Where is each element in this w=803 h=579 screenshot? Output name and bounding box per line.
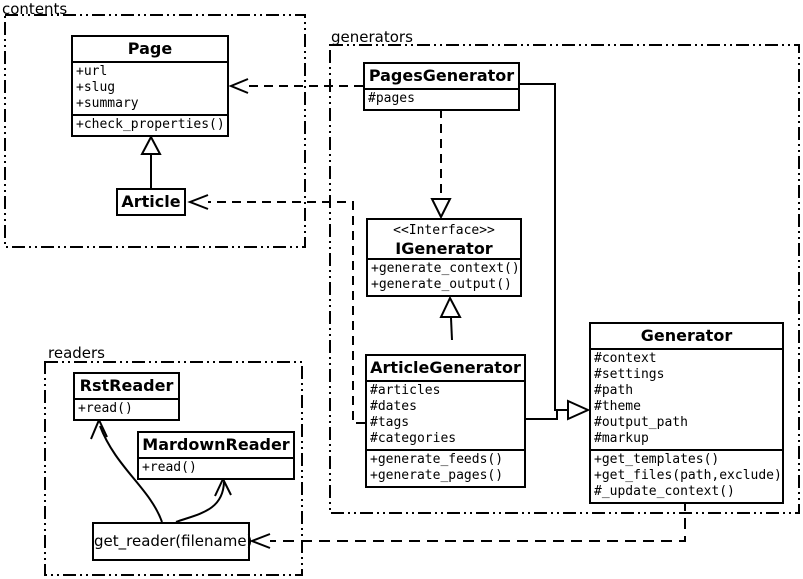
- class-igenerator-methods: +generate_context() +generate_output(): [368, 258, 520, 295]
- package-label-generators: generators: [331, 28, 413, 46]
- class-page: Page +url +slug +summary +check_properti…: [71, 35, 229, 137]
- class-member: +check_properties(): [76, 117, 225, 132]
- generalization-triangle-igenerator-top: [430, 198, 452, 220]
- class-igenerator-name: IGenerator: [395, 239, 493, 258]
- class-member: +generate_context(): [371, 261, 520, 276]
- open-arrowhead-page: [228, 78, 249, 94]
- function-get-reader-label: get_reader(filename): [94, 532, 253, 550]
- generalization-triangle-generator: [567, 399, 591, 421]
- class-member: +generate_pages(): [370, 468, 504, 483]
- class-mardownreader-name: MardownReader: [142, 435, 290, 454]
- class-member: #pages: [368, 91, 415, 106]
- class-member: +url: [76, 64, 108, 79]
- class-member: +summary: [76, 96, 139, 111]
- class-page-methods: +check_properties(): [73, 114, 227, 135]
- generators-package-border: [329, 44, 800, 514]
- class-member: #theme: [594, 399, 641, 414]
- class-pagesgenerator-attributes: #pages: [365, 88, 518, 109]
- edge-pagesgenerator-to-generator: [520, 83, 567, 411]
- class-member: #settings: [594, 367, 665, 382]
- class-rstreader-name: RstReader: [79, 376, 174, 395]
- class-generator-name: Generator: [640, 326, 733, 345]
- class-member: #context: [594, 351, 657, 366]
- class-generator: Generator #context #settings #path #them…: [589, 322, 784, 504]
- open-arrowhead-getreader: [249, 533, 271, 549]
- edge-getreader-to-mardownreader: [175, 481, 225, 523]
- class-member: #tags: [370, 415, 410, 430]
- class-rstreader: RstReader +read(): [73, 372, 180, 421]
- class-member: +generate_feeds(): [370, 452, 504, 467]
- class-generator-attributes: #context #settings #path #theme #output_…: [591, 348, 782, 449]
- edge-articlegenerator-to-article: [208, 201, 365, 424]
- generalization-triangle-igenerator-bottom: [439, 295, 462, 318]
- package-label-contents: contents: [2, 0, 68, 18]
- class-mardownreader: MardownReader +read(): [137, 431, 295, 480]
- class-articlegenerator: ArticleGenerator #articles #dates #tags …: [365, 354, 526, 488]
- class-member: #_update_context(): [594, 484, 735, 499]
- class-igenerator-stereotype: <<Interface>>: [393, 223, 495, 238]
- class-pagesgenerator: PagesGenerator #pages: [363, 62, 520, 111]
- class-member: #dates: [370, 399, 417, 414]
- class-member: +slug: [76, 80, 116, 95]
- class-article: Article: [116, 188, 186, 216]
- class-member: #articles: [370, 383, 441, 398]
- contents-package-border: [4, 14, 306, 248]
- class-articlegenerator-attributes: #articles #dates #tags #categories: [367, 380, 524, 449]
- generalization-triangle-page: [140, 134, 162, 155]
- class-member: +read(): [142, 460, 197, 475]
- class-member: +get_files(path,exclude): [594, 468, 782, 483]
- class-member: +get_templates(): [594, 452, 720, 467]
- class-pagesgenerator-name: PagesGenerator: [368, 66, 515, 85]
- edge-articlegenerator-to-generator: [526, 409, 567, 420]
- class-rstreader-methods: +read(): [75, 398, 178, 419]
- class-article-name: Article: [121, 192, 181, 211]
- class-page-name: Page: [127, 39, 173, 58]
- edge-getreader-to-rstreader: [99, 425, 163, 523]
- class-member: #categories: [370, 431, 457, 446]
- class-igenerator: <<Interface>> IGenerator +generate_conte…: [366, 218, 522, 297]
- package-label-readers: readers: [48, 344, 105, 362]
- readers-package-border: [44, 361, 303, 576]
- open-arrowhead-article: [187, 194, 209, 210]
- edge-articlegenerator-to-igenerator: [450, 317, 453, 341]
- class-member: #markup: [594, 431, 649, 446]
- edge-generator-to-getreader: [270, 500, 686, 542]
- function-get-reader: get_reader(filename): [92, 522, 253, 561]
- class-member: +generate_output(): [371, 277, 512, 292]
- class-mardownreader-methods: +read(): [139, 457, 293, 478]
- class-igenerator-header: <<Interface>> IGenerator: [368, 220, 520, 258]
- class-generator-methods: +get_templates() +get_files(path,exclude…: [591, 449, 782, 502]
- class-member: #output_path: [594, 415, 688, 430]
- class-member: #path: [594, 383, 634, 398]
- class-articlegenerator-name: ArticleGenerator: [370, 358, 521, 377]
- class-articlegenerator-methods: +generate_feeds() +generate_pages(): [367, 449, 524, 486]
- class-page-attributes: +url +slug +summary: [73, 61, 227, 114]
- class-member: +read(): [78, 401, 133, 416]
